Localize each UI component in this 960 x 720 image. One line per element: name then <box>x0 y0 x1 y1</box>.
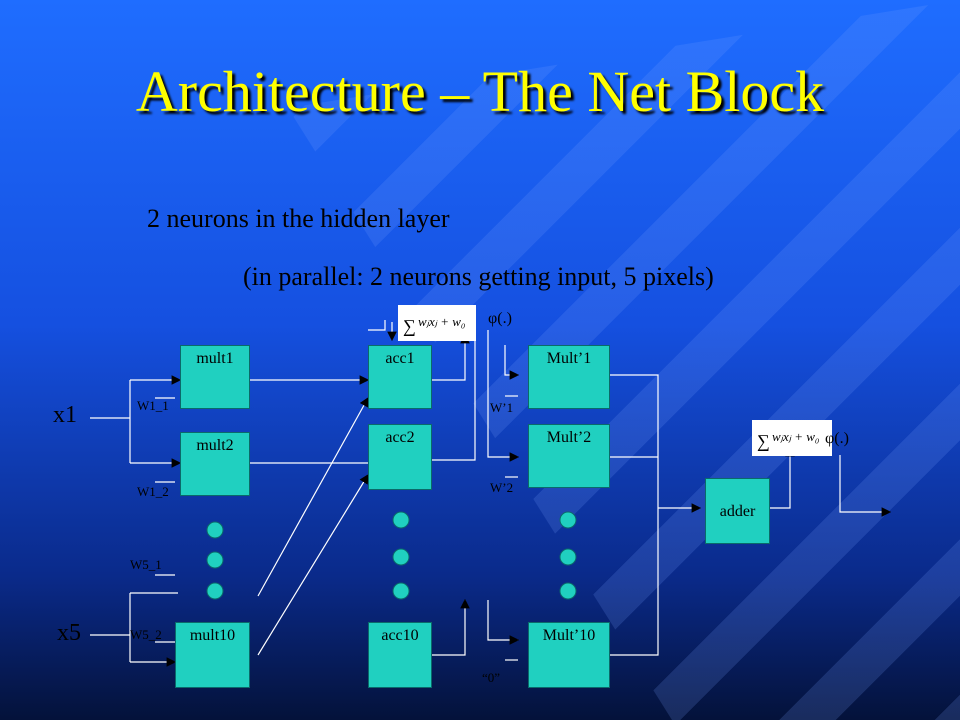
mult-prime-1-block: Mult’1 <box>528 345 610 409</box>
mult10-to-acc2 <box>257 473 369 656</box>
weight-wp1: W’1 <box>490 400 514 415</box>
acc2-block: acc2 <box>368 424 432 490</box>
mult10-block: mult10 <box>175 622 250 688</box>
svg-text:∑: ∑ <box>403 316 416 336</box>
ellipsis-dot <box>206 551 224 569</box>
zero-label: “0” <box>482 670 501 685</box>
ellipsis-dot <box>392 511 410 529</box>
acc1-block: acc1 <box>368 345 432 409</box>
multp-bus <box>610 374 659 656</box>
subtitle-line-1: 2 neurons in the hidden layer <box>147 204 450 233</box>
ellipsis-dot <box>206 582 224 600</box>
weight-w1-1: W1_1 <box>137 398 169 413</box>
phi-to-mult2 <box>487 330 520 462</box>
svg-text:wⱼxⱼ + w₀: wⱼxⱼ + w₀ <box>418 314 465 329</box>
svg-text:wⱼxⱼ + w₀: wⱼxⱼ + w₀ <box>772 429 819 444</box>
acc10-block: acc10 <box>368 622 432 688</box>
weight-w1-2: W1_2 <box>137 484 169 499</box>
mult-prime-2-block: Mult’2 <box>528 424 610 488</box>
weight-wp2: W’2 <box>490 480 514 495</box>
ellipsis-dot <box>559 548 577 566</box>
phi-to-mult1 <box>504 345 520 380</box>
ellipsis-dot <box>392 548 410 566</box>
weight-w5-1: W5_1 <box>130 557 162 572</box>
to-mult10 <box>487 600 520 645</box>
ellipsis-dot <box>206 521 224 539</box>
phi-label-2: φ(.) <box>825 430 849 447</box>
adder-out <box>770 446 795 509</box>
mult2-block: mult2 <box>180 432 250 496</box>
mult10-to-acc1 <box>257 396 369 597</box>
sum-formula-2: ∑ wⱼxⱼ + w₀ <box>752 420 832 456</box>
weight-w5-2: W5_2 <box>130 627 162 642</box>
acc2-out <box>432 335 476 461</box>
subtitle-line-2: (in parallel: 2 neurons getting input, 5… <box>243 262 714 291</box>
ellipsis-dot <box>392 582 410 600</box>
ellipsis-dot <box>559 582 577 600</box>
acc1-out <box>432 333 470 381</box>
acc10-out <box>432 598 470 656</box>
acc-fb-top <box>368 320 386 331</box>
svg-text:∑: ∑ <box>757 431 770 451</box>
ellipsis-dot <box>559 511 577 529</box>
sum-formula-1: ∑ wⱼxⱼ + w₀ <box>398 305 476 341</box>
mult1-block: mult1 <box>180 345 250 409</box>
slide-title: Architecture – The Net Block <box>135 59 825 124</box>
phi-label-1: φ(.) <box>488 310 512 327</box>
adder-block: adder <box>705 478 770 544</box>
final-output <box>839 455 892 517</box>
mult-prime-10-block: Mult’10 <box>528 622 610 688</box>
input-x1: x1 <box>53 402 77 428</box>
input-x5: x5 <box>57 620 81 646</box>
